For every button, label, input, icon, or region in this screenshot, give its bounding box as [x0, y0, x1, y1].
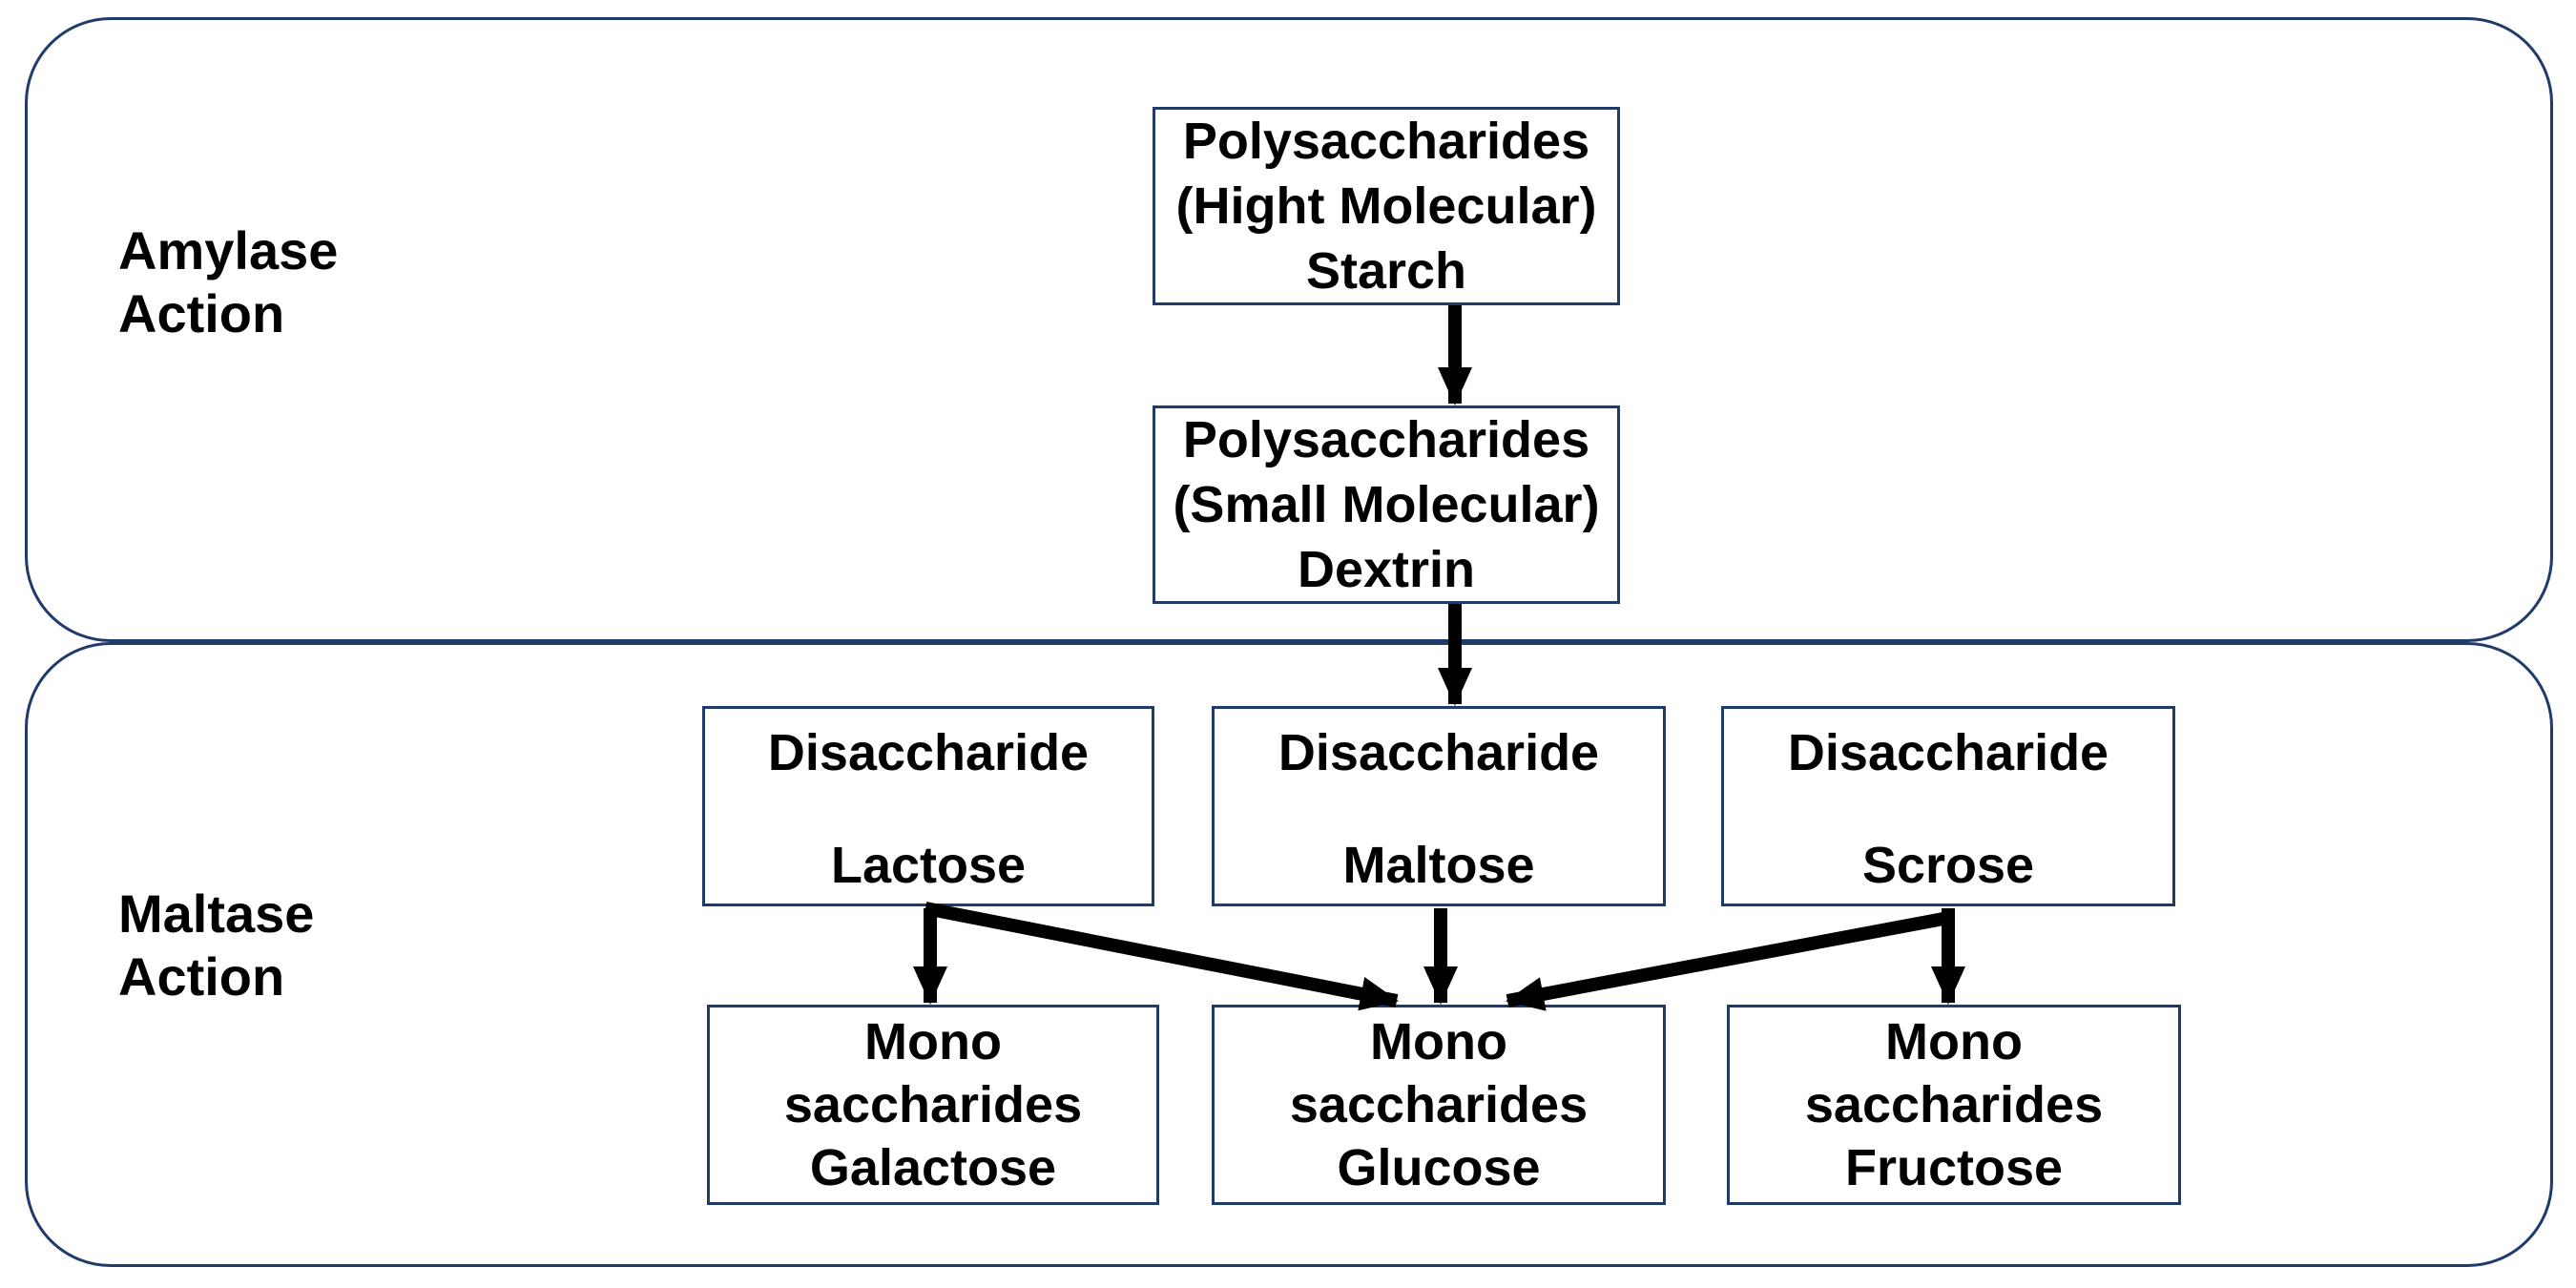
scrose-node: Disaccharide Scrose: [1721, 706, 2175, 906]
lactose-line-2: Lactose: [830, 837, 1027, 894]
scrose-line-2: Scrose: [1861, 837, 2035, 894]
lactose-line-1: Disaccharide: [767, 724, 1090, 781]
glucose-line-1: Mono: [1370, 1013, 1507, 1070]
lactose-node: Disaccharide Lactose: [702, 706, 1154, 906]
scrose-line-1: Disaccharide: [1787, 724, 2109, 781]
dextrin-node: Polysaccharides (Small Molecular) Dextri…: [1153, 405, 1620, 604]
amylase-action-label: Amylase Action: [118, 220, 339, 343]
glucose-node: Mono saccharides Glucose: [1212, 1005, 1666, 1205]
maltase-action-label: Maltase Action: [118, 883, 315, 1007]
dextrin-line-3: Dextrin: [1297, 541, 1476, 598]
fructose-line-3: Fructose: [1844, 1139, 2064, 1196]
maltose-line-2: Maltose: [1342, 837, 1535, 894]
starch-node: Polysaccharides (Hight Molecular) Starch: [1153, 107, 1620, 305]
galactose-node: Mono saccharides Galactose: [707, 1005, 1159, 1205]
galactose-line-1: Mono: [864, 1013, 1002, 1070]
glucose-line-3: Glucose: [1337, 1139, 1541, 1196]
fructose-node: Mono saccharides Fructose: [1727, 1005, 2181, 1205]
starch-line-1: Polysaccharides: [1182, 113, 1590, 170]
galactose-line-2: saccharides: [783, 1076, 1083, 1133]
glucose-line-2: saccharides: [1289, 1076, 1589, 1133]
starch-line-3: Starch: [1305, 242, 1467, 300]
starch-line-2: (Hight Molecular): [1175, 177, 1597, 235]
fructose-line-1: Mono: [1885, 1013, 2023, 1070]
dextrin-line-2: (Small Molecular): [1173, 476, 1600, 533]
fructose-line-2: saccharides: [1804, 1076, 2104, 1133]
galactose-line-3: Galactose: [809, 1139, 1057, 1196]
maltose-node: Disaccharide Maltose: [1212, 706, 1666, 906]
maltose-line-1: Disaccharide: [1278, 724, 1600, 781]
dextrin-line-1: Polysaccharides: [1182, 411, 1590, 468]
